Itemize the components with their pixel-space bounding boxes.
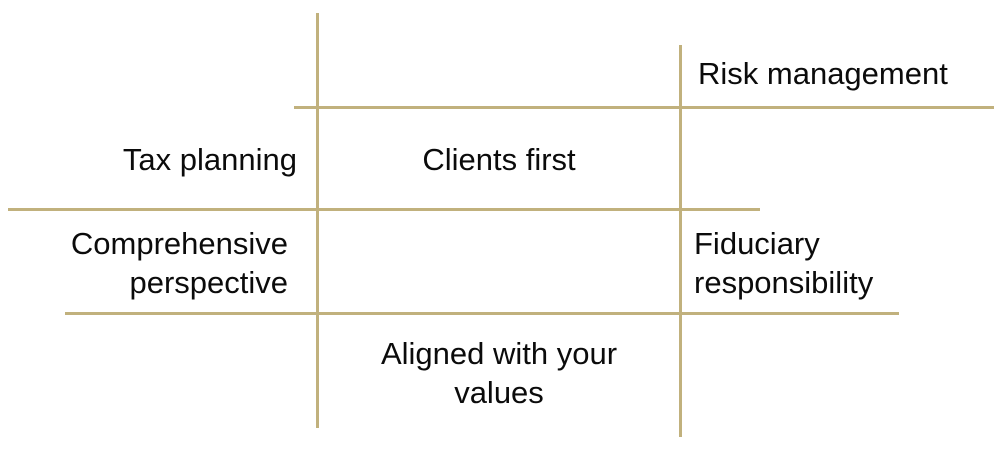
label-clients-first: Clients first (422, 142, 576, 177)
grid-line-horizontal-bottom (65, 312, 899, 315)
label-comprehensive-perspective: Comprehensive perspective (70, 226, 288, 300)
label-aligned-with-your-values: Aligned with your values (380, 336, 618, 410)
label-tax-planning: Tax planning (122, 142, 297, 177)
grid-line-vertical-right (679, 45, 682, 437)
grid-line-horizontal-top (294, 106, 994, 109)
label-risk-management: Risk management (698, 56, 948, 91)
grid-line-horizontal-middle (8, 208, 760, 211)
grid-line-vertical-left (316, 13, 319, 428)
label-fiduciary-responsibility: Fiduciary responsibility (694, 226, 874, 300)
